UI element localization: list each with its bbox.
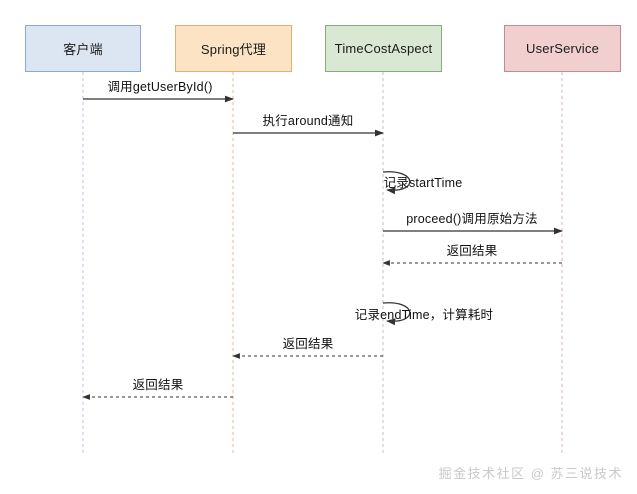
actor-label-client: 客户端 bbox=[63, 42, 103, 57]
lifelines-layer bbox=[82, 72, 563, 456]
message-label-m5: 返回结果 bbox=[446, 244, 498, 258]
actor-label-spring-proxy: Spring代理 bbox=[200, 42, 267, 57]
message-label-m7: 返回结果 bbox=[282, 337, 334, 351]
watermark: 掘金技术社区 @ 苏三说技术 bbox=[438, 466, 623, 481]
actor-box-client[interactable]: 客户端 bbox=[25, 25, 141, 72]
message-label-m2: 执行around通知 bbox=[262, 114, 354, 128]
message-label-m4: proceed()调用原始方法 bbox=[406, 212, 538, 226]
messages-layer bbox=[82, 95, 563, 400]
message-label-m6: 记录endTime，计算耗时 bbox=[354, 308, 494, 322]
message-label-m8: 返回结果 bbox=[132, 378, 184, 392]
message-label-m1: 调用getUserById() bbox=[107, 80, 213, 94]
actor-box-spring-proxy[interactable]: Spring代理 bbox=[175, 25, 292, 72]
message-arrow-m6[interactable] bbox=[382, 302, 411, 326]
actor-label-user-service: UserService bbox=[526, 41, 599, 56]
message-arrow-m3[interactable] bbox=[382, 171, 411, 195]
actor-label-time-cost-aspect: TimeCostAspect bbox=[334, 41, 433, 56]
actor-box-user-service[interactable]: UserService bbox=[504, 25, 621, 72]
actor-box-time-cost-aspect[interactable]: TimeCostAspect bbox=[325, 25, 442, 72]
message-label-m3: 记录startTime bbox=[383, 176, 463, 190]
